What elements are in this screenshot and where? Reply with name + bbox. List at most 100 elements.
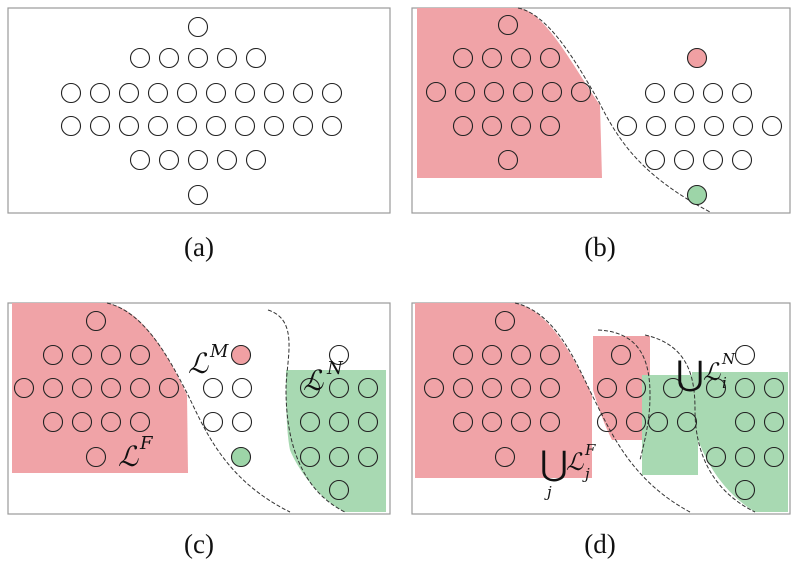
panel-a-circle [216,47,238,69]
panel-d-circle [510,344,532,366]
panel-c-circle [328,446,350,468]
panel-d-circle [596,377,618,399]
panel-a-circle [176,82,198,104]
panel-a-circle [60,115,82,137]
panel-c-circle [71,377,93,399]
panel-b-circle [616,115,638,137]
panel-d-circles [423,310,785,501]
panel-d-circle [734,377,756,399]
panel-a: (a) [7,7,391,262]
panel-a-circle [187,47,209,69]
panel-a-circle [205,82,227,104]
panel-d-circle [510,411,532,433]
panel-b-circle [570,81,592,103]
label-L-new-sup: N [326,358,344,379]
panel-b-circle [452,47,474,69]
panel-b-circle [703,115,725,137]
panel-c-circle [42,377,64,399]
panel-d-circle [539,377,561,399]
panel-d-circle [452,411,474,433]
panel-b-circle [686,184,708,206]
panel-d-fixed-region-2 [593,336,650,440]
panel-b-circle [644,149,666,171]
panel-d-circle [539,344,561,366]
panel-a-circle [205,115,227,137]
label-L-fixed: ℒ [118,440,139,473]
panel-c-circle [129,344,151,366]
label-L-new: ℒ [303,364,324,397]
panel-a-circle [292,82,314,104]
panel-b-caption: (b) [584,232,615,262]
panel-c-circle [100,411,122,433]
panel-c-circle [328,411,350,433]
panel-a-circle [147,115,169,137]
label-L-fixed-j-sup: F [584,441,596,459]
panel-a-circle [118,82,140,104]
union-fixed-operator: ⋃ [540,444,568,484]
panel-b-circle [645,115,667,137]
panel-c-circle [299,446,321,468]
panel-c-circle [202,411,224,433]
union-fixed-index: j [544,483,552,501]
panel-a-circle [321,82,343,104]
panel-b-circle [483,81,505,103]
panel-b-circles [425,14,783,206]
panel-a-circle [292,115,314,137]
panel-c-circle [328,377,350,399]
panel-d-circle [452,377,474,399]
panel-b-circle [512,81,534,103]
panel-a-circle [60,82,82,104]
panel-c-circle [328,344,350,366]
panel-d: ⋃ j ℒ F j ⋃ ℒ N i (d) [411,302,791,559]
panel-a-circle [216,149,238,171]
panel-a-circle [89,82,111,104]
panel-d-circle [734,446,756,468]
panel-c-circle [230,446,252,468]
label-L-new-i-sub: i [722,374,727,392]
panel-b-circle [497,149,519,171]
panel-c-circles [13,310,379,501]
panel-b-circle [425,81,447,103]
panel-b-circle [686,47,708,69]
panel-b-circle [481,115,503,137]
panel-c: ℒ F ℒ M ℒ N (c) [7,302,391,559]
panel-d-circle [423,377,445,399]
panel-c-fixed-region [12,303,188,473]
panel-a-circle [234,115,256,137]
panel-d-circle [647,411,669,433]
panel-d-boundary-1 [514,302,691,513]
panel-a-circle [234,82,256,104]
panel-c-circle [357,446,379,468]
panel-a-circle [158,149,180,171]
panel-a-circles [60,16,343,206]
panel-d-circle [481,411,503,433]
panel-d-circle [494,310,516,332]
panel-d-circle [763,377,785,399]
panel-a-circle [176,115,198,137]
panel-a-circle [187,184,209,206]
panel-d-boundary-3 [644,334,756,513]
panel-b-circle [644,82,666,104]
panel-c-circle [71,344,93,366]
panel-b-circle [731,82,753,104]
panel-d-circle [734,344,756,366]
label-L-middle-sup: M [209,341,229,362]
panel-b-circle [510,47,532,69]
panel-c-frame [7,302,391,515]
panel-d-circle [705,446,727,468]
panel-b-circle [497,14,519,36]
panel-c-fixed-boundary [106,302,291,513]
panel-c-circle [85,446,107,468]
panel-c-circle [42,344,64,366]
panel-a-circle [245,47,267,69]
panel-d-caption: (d) [584,529,615,559]
panel-b-circle [539,47,561,69]
panel-b-circle [452,115,474,137]
panel-c-circle [129,377,151,399]
panel-b-circle [673,149,695,171]
panel-d-new-region-1 [642,375,698,475]
panel-c-circle [100,344,122,366]
panel-b-boundary [517,7,711,213]
panel-d-circle [734,411,756,433]
panel-d-circle [452,344,474,366]
